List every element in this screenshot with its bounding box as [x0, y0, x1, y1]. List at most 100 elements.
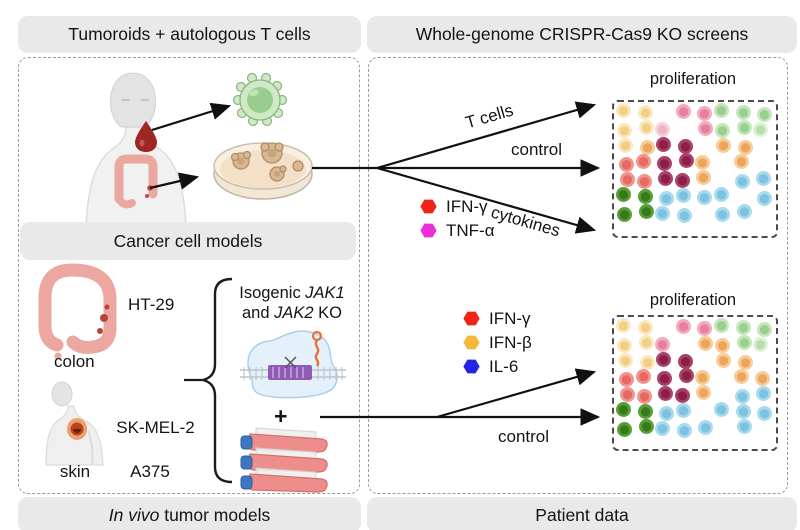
cell-dot	[655, 336, 671, 352]
cell-dot	[675, 403, 691, 418]
label-colon: colon	[54, 352, 95, 371]
cell-dot	[735, 320, 751, 335]
cell-dot	[635, 154, 651, 170]
flow-arrows	[149, 101, 601, 426]
t-cell-icon	[232, 72, 288, 127]
cell-dot	[698, 335, 714, 351]
colon-icon	[38, 263, 117, 360]
cell-dot	[617, 206, 632, 222]
cell-dot	[734, 174, 750, 190]
legend-item: IFN-β	[463, 333, 532, 352]
cell-dot	[714, 103, 729, 118]
right-dashed-panel	[368, 57, 788, 494]
header-patient-data: Patient data	[367, 497, 797, 530]
cell-dot	[716, 352, 731, 368]
cell-dot	[659, 191, 675, 206]
cell-dot	[655, 121, 671, 137]
cell-dot	[637, 189, 653, 204]
cell-dot	[678, 368, 694, 384]
cell-dot	[617, 337, 632, 353]
cell-dot	[620, 172, 635, 188]
cell-dot	[617, 421, 632, 437]
cell-dot	[637, 320, 653, 335]
cell-dot	[755, 371, 771, 387]
cell-dot	[697, 190, 713, 205]
cell-line-skmel2: SK-MEL-2	[116, 418, 195, 437]
cell-dot	[714, 187, 729, 202]
isogenic-ko-label: Isogenic JAK1 and JAK2 KO	[239, 284, 345, 322]
cell-dot	[757, 191, 773, 206]
proliferation-title-top: proliferation	[649, 70, 737, 88]
cell-dot	[657, 371, 673, 387]
header-tumoroids: Tumoroids + autologous T cells	[18, 16, 361, 53]
cell-dot	[675, 319, 691, 334]
cell-dot	[735, 105, 751, 120]
cell-line-a375: A375	[130, 462, 170, 481]
proliferation-title-bottom: proliferation	[649, 291, 737, 309]
cell-dot	[639, 354, 655, 370]
cytokine-hex-icon	[420, 223, 437, 238]
petri-dish-icon	[213, 142, 313, 200]
cell-dot	[698, 419, 714, 435]
cell-dot	[736, 418, 752, 434]
label-skin: skin	[59, 462, 91, 481]
cell-dot	[737, 139, 753, 155]
cell-dot	[698, 120, 714, 136]
header-crispr-screens: Whole-genome CRISPR-Cas9 KO screens	[367, 16, 797, 53]
cell-dot	[636, 389, 652, 405]
cell-dot	[616, 402, 631, 417]
cell-dot	[638, 119, 654, 135]
cell-dot	[753, 121, 769, 137]
header-cancer-cell-models: Cancer cell models	[20, 222, 356, 260]
cell-dot	[618, 352, 633, 368]
culture-flasks-icon	[240, 427, 328, 493]
cell-dot	[753, 336, 769, 352]
cell-dot	[638, 418, 654, 434]
cell-dot	[757, 406, 773, 421]
cell-dot	[656, 351, 672, 367]
cell-dot	[756, 171, 772, 187]
cell-dot	[655, 205, 671, 221]
cell-dot	[696, 170, 712, 186]
cell-dot	[733, 369, 749, 385]
cell-dot	[638, 203, 654, 219]
cell-dot	[696, 385, 712, 401]
header-in-vivo-models: In vivo tumor models	[18, 497, 361, 530]
legend-item: IL-6	[463, 357, 532, 376]
cell-dot	[616, 318, 631, 333]
cytokine-hex-icon	[463, 311, 480, 326]
cell-dot	[697, 321, 713, 336]
cell-dot	[655, 420, 671, 436]
cell-dot	[695, 155, 711, 171]
cell-dot	[757, 322, 773, 337]
cell-dot	[697, 106, 713, 121]
cell-dot	[736, 119, 752, 135]
cell-dot	[736, 203, 752, 219]
cell-dot	[616, 103, 631, 118]
cas9-crispr-icon	[240, 330, 346, 399]
cell-dot	[636, 174, 652, 190]
cell-dot	[616, 187, 631, 202]
cell-dot	[735, 404, 751, 419]
cytokine-hex-icon	[420, 199, 437, 214]
plus-sign: +	[274, 403, 288, 429]
legend-label: IFN-γ	[446, 196, 488, 216]
cell-dot	[617, 122, 632, 138]
cell-dot	[635, 369, 651, 385]
cell-dot	[674, 388, 690, 404]
cell-dot	[715, 122, 730, 138]
cell-dot	[677, 353, 693, 369]
cell-dot	[658, 171, 674, 187]
cytokine-hex-icon	[463, 359, 480, 374]
legend-item: IFN-γ	[463, 309, 532, 328]
arrow-label-control-bottom: control	[498, 427, 550, 446]
skin-melanoma-icon	[45, 381, 104, 466]
brace	[184, 277, 233, 484]
cell-dot	[659, 406, 675, 421]
cell-dot	[637, 105, 653, 120]
cell-dot	[695, 370, 711, 386]
cell-dot	[618, 137, 633, 153]
cell-dot	[714, 318, 729, 333]
in-vivo-rest: tumor models	[159, 504, 271, 525]
